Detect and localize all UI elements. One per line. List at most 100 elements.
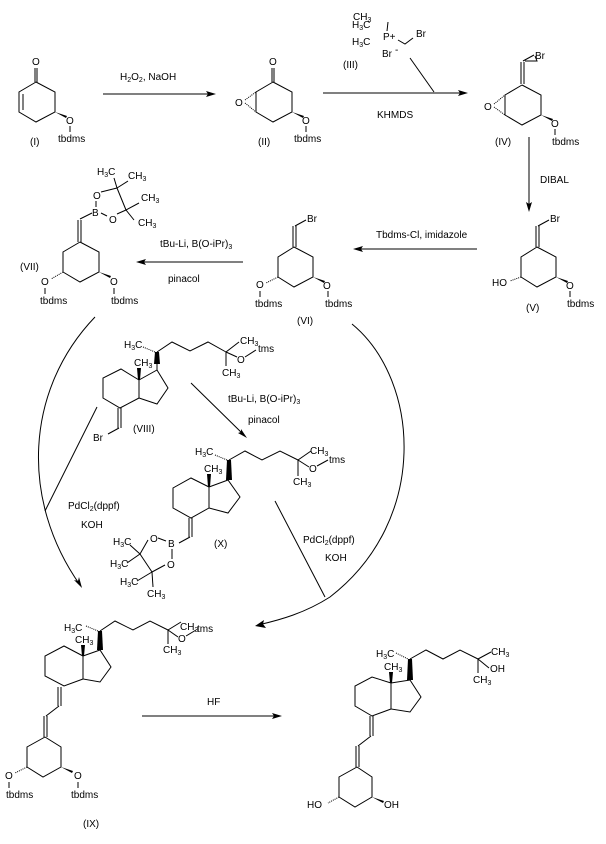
svg-text:H3C: H3C [113,537,131,549]
svg-text:CH3: CH3 [163,645,181,657]
reagent-step2: KHMDS [377,110,413,121]
atom-tbdms: tbdms [58,134,85,145]
compound-label-III: (III) [343,60,358,71]
svg-text:CH3: CH3 [384,662,402,674]
svg-text:H3C: H3C [352,37,370,49]
atom-O: O [323,281,331,292]
svg-text:H3C: H3C [110,559,128,571]
compound-I: O O tbdms (I) [18,57,85,148]
atom-HO: HO [307,800,322,811]
reagent-step6: tBu-Li, B(O-iPr)3 [228,394,300,406]
svg-text:H3C: H3C [376,649,394,661]
compound-VII: H3C CH3 CH3 CH3 O B O O tbdms O tbdms (V… [20,167,159,307]
reagent-step6-line2: pinacol [248,415,280,426]
compound-II: O O O tbdms (II) [235,57,321,148]
atom-tbdms: tbdms [111,296,138,307]
compound-label-VIII: (VIII) [133,424,155,435]
atom-B: B [168,539,175,550]
atom-O: O [178,634,186,645]
reagent-step4: Tbdms-Cl, imidazole [376,230,468,241]
svg-text:CH3: CH3 [134,358,152,370]
atom-tbdms: tbdms [255,299,282,310]
reagent-step3: DIBAL [540,175,569,186]
svg-text:H3C: H3C [120,577,138,589]
svg-text:H3C: H3C [195,447,213,459]
atom-O: O [235,98,243,109]
compound-VI: Br O tbdms O tbdms (VI) [255,214,352,327]
reagent-step7: PdCl2(dppf) [68,501,120,513]
reagent-step7-line2: KOH [81,520,103,531]
atom-Br: Br [93,433,104,444]
atom-O: O [110,277,118,288]
compound-label-X: (X) [214,539,227,550]
reagent-step5-line2: pinacol [168,274,200,285]
arrow-step3: DIBAL [526,137,569,212]
compound-final-product: H3C CH3 OH CH3 CH3 HO OH [307,647,509,811]
svg-text:H3C: H3C [97,167,115,179]
atom-O: O [551,119,559,130]
atom-tms: tms [197,624,213,635]
atom-tms: tms [258,344,274,355]
atom-Br: Br [535,51,546,62]
atom-O: O [66,116,74,127]
svg-text:CH3: CH3 [473,675,491,687]
svg-text:CH3: CH3 [75,635,93,647]
svg-text:H3C: H3C [352,20,370,32]
atom-O: O [309,464,317,475]
atom-O: O [237,355,245,366]
atom-O: O [93,191,101,202]
compound-label-IV: (IV) [495,137,511,148]
reagent-step1: H2O2, NaOH [120,72,176,84]
atom-OH: OH [490,664,505,675]
atom-O: O [32,57,40,68]
arrow-step5: tBu-Li, B(O-iPr)3 pinacol [136,239,243,285]
arrow-step1: H2O2, NaOH [103,72,216,97]
atom-tbdms: tbdms [552,137,579,148]
atom-tbdms: tbdms [567,299,594,310]
arrow-step9: HF [142,697,282,719]
atom-tbdms: tbdms [325,299,352,310]
svg-text:CH3: CH3 [204,464,222,476]
compound-VIII: H3C CH3 tms O CH3 CH3 Br (VIII) [93,336,274,444]
reagent-step9: HF [207,697,220,708]
atom-O: O [167,560,175,571]
compound-label-I: (I) [30,137,39,148]
compound-label-VII: (VII) [20,262,39,273]
atom-Br-minus: Br- [382,45,398,60]
arrow-step2: KHMDS [323,90,468,121]
arrow-step7: PdCl2(dppf) KOH [38,316,120,588]
reagent-step8-line2: KOH [325,553,347,564]
svg-text:CH3: CH3 [180,622,198,634]
atom-O: O [256,280,264,291]
atom-tms: tms [329,455,345,466]
compound-V: Br HO O tbdms (V) [492,214,594,314]
atom-tbdms: tbdms [40,296,67,307]
atom-O: O [109,215,117,226]
svg-text:CH3: CH3 [138,218,156,230]
atom-OH: OH [384,800,399,811]
svg-text:CH3: CH3 [222,368,240,380]
compound-label-II: (II) [258,137,270,148]
atom-Br: Br [416,29,427,40]
atom-tbdms: tbdms [294,134,321,145]
arrow-step4: Tbdms-Cl, imidazole [353,230,477,252]
atom-Br: Br [550,214,561,225]
atom-O: O [150,534,158,545]
compound-III: CH3 H3C P+ H3C Br Br- (III) [343,12,435,93]
svg-text:CH3: CH3 [240,336,258,348]
compound-label-IX: (IX) [83,819,99,830]
atom-O: O [566,281,574,292]
atom-O: O [5,771,13,782]
compound-IV: Br O O tbdms (IV) [484,51,579,148]
reagent-step5: tBu-Li, B(O-iPr)3 [160,239,232,251]
reagent-step8: PdCl2(dppf) [303,535,355,547]
atom-HO: HO [492,278,507,289]
svg-text:H3C: H3C [64,623,82,635]
atom-tbdms: tbdms [6,790,33,801]
compound-IX: H3C CH3 tms O CH3 CH3 O tbdms O tbdms (I… [5,620,213,830]
svg-text:CH3: CH3 [353,12,371,24]
atom-B: B [92,208,99,219]
atom-O: O [302,116,310,127]
svg-text:CH3: CH3 [147,589,165,601]
